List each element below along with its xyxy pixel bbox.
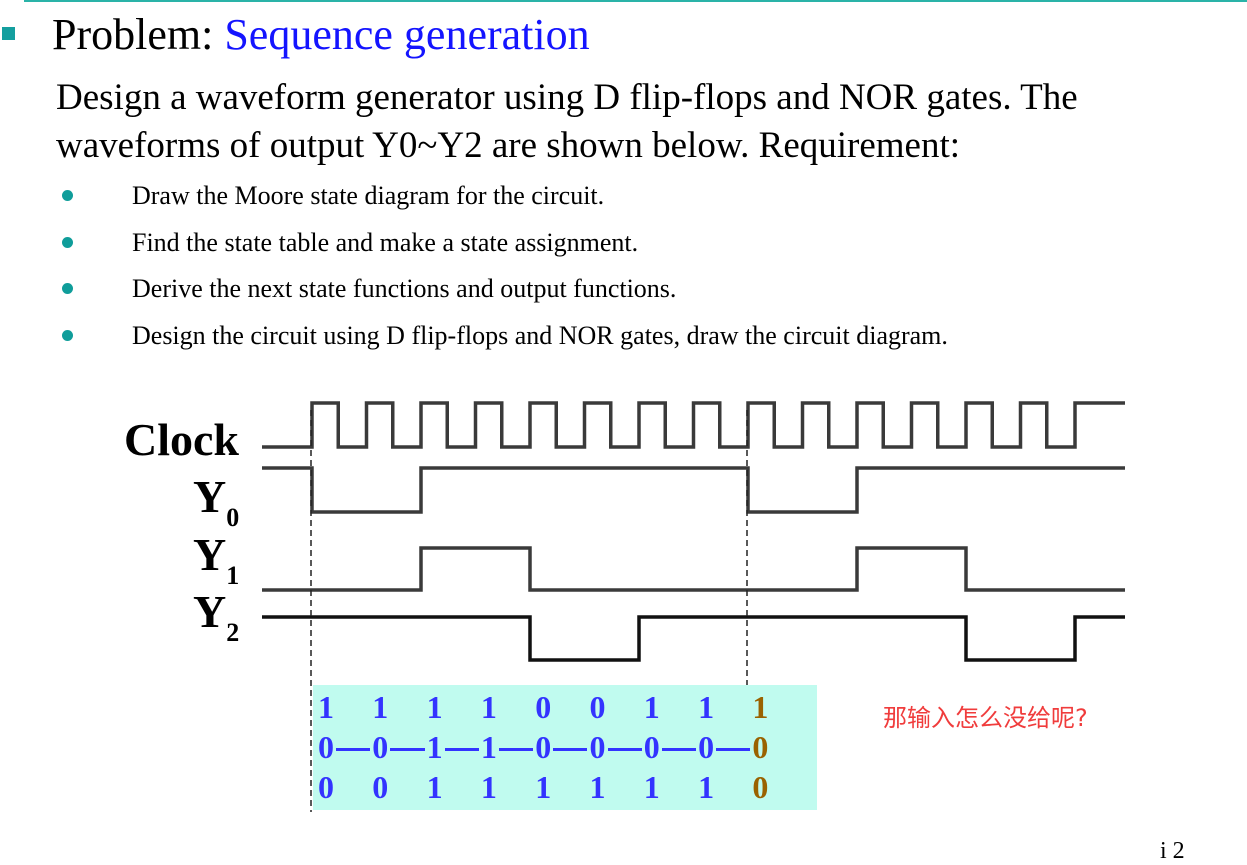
sequence-cell: 1 — [318, 689, 334, 725]
sequence-cell: 1 — [643, 689, 660, 725]
y0-label: Y0 — [193, 474, 239, 541]
sequence-cell: 0 — [752, 769, 769, 805]
slide-title: Problem: Sequence generation — [52, 9, 590, 61]
sequence-cell: 0 — [752, 729, 769, 765]
sequence-connector — [607, 748, 642, 751]
sequence-cell: 0 — [535, 689, 552, 725]
bullet-icon — [62, 329, 73, 341]
sequence-cell: 1 — [535, 769, 552, 805]
sequence-connector — [336, 748, 371, 751]
sequence-cell: 0 — [535, 729, 552, 765]
sequence-cell: 1 — [480, 729, 497, 765]
sequence-connector — [661, 748, 697, 751]
requirement-text: Find the state table and make a state as… — [132, 227, 639, 257]
requirement-text: Design the circuit using D flip-flops an… — [132, 320, 948, 350]
sequence-connector — [716, 748, 751, 751]
requirement-item: Design the circuit using D flip-flops an… — [60, 316, 948, 363]
requirement-text: Draw the Moore state diagram for the cir… — [132, 181, 605, 210]
sequence-cell: 0 — [589, 689, 606, 725]
title-prefix: Problem: — [52, 10, 225, 59]
sequence-connector — [444, 748, 479, 751]
y0-label-text: Y — [193, 471, 227, 522]
sequence-cell: 1 — [480, 769, 497, 805]
title-bullet-icon — [2, 27, 15, 40]
sequence-cell: 1 — [426, 729, 443, 765]
y2-label: Y2 — [193, 589, 239, 656]
sequence-connector — [553, 748, 588, 751]
bullet-icon — [62, 236, 73, 248]
sequence-cell: 1 — [372, 689, 389, 725]
requirement-item: Draw the Moore state diagram for the cir… — [60, 176, 948, 223]
y1-waveform — [262, 546, 1125, 592]
top-divider — [24, 0, 1247, 2]
sequence-connector — [390, 748, 425, 751]
sequence-cell: 1 — [643, 769, 660, 805]
y1-subscript: 1 — [226, 561, 240, 590]
sequence-cell: 0 — [589, 729, 606, 765]
sequence-cell: 0 — [698, 729, 715, 765]
requirements-list: Draw the Moore state diagram for the cir… — [60, 176, 948, 362]
sequence-cell: 1 — [698, 689, 715, 725]
y1-label: Y1 — [193, 532, 239, 599]
sequence-cell: 0 — [643, 729, 660, 765]
y2-subscript: 2 — [226, 618, 240, 647]
sequence-cell: 0 — [318, 729, 334, 765]
handwritten-note: 那输入怎么没给呢? — [883, 704, 1088, 732]
clock-label: Clock — [124, 414, 239, 465]
bullet-icon — [62, 190, 73, 201]
sequence-table: 1 1 1 1 0 0 1 1 1 0 0 1 1 0 0 0 0 0 0 0 1 1 1 1 1 1 0 — [313, 685, 817, 810]
sequence-cell: 0 — [372, 729, 389, 765]
sequence-cell: 1 — [426, 769, 443, 805]
y1-label-text: Y — [193, 529, 227, 580]
sequence-cell: 0 — [372, 769, 389, 805]
sequence-cell: 1 — [589, 769, 606, 805]
sequence-cell: 1 — [426, 689, 443, 725]
sequence-cell: 1 — [752, 689, 769, 725]
sequence-cell: 1 — [698, 769, 715, 805]
y2-waveform — [262, 615, 1125, 662]
requirement-item: Derive the next state functions and outp… — [60, 269, 948, 316]
sequence-connector — [498, 748, 534, 751]
bullet-icon — [62, 283, 73, 294]
y0-waveform — [262, 466, 1125, 514]
problem-description: Design a waveform generator using D flip… — [56, 77, 1078, 166]
title-accent: Sequence generation — [224, 10, 590, 59]
sequence-cell: 1 — [480, 689, 497, 725]
requirement-item: Find the state table and make a state as… — [60, 223, 948, 270]
y0-subscript: 0 — [226, 503, 240, 532]
y2-label-text: Y — [193, 586, 227, 637]
requirement-text: Derive the next state functions and outp… — [132, 274, 677, 303]
sequence-cell: 0 — [318, 769, 334, 805]
clock-waveform — [262, 401, 1125, 449]
